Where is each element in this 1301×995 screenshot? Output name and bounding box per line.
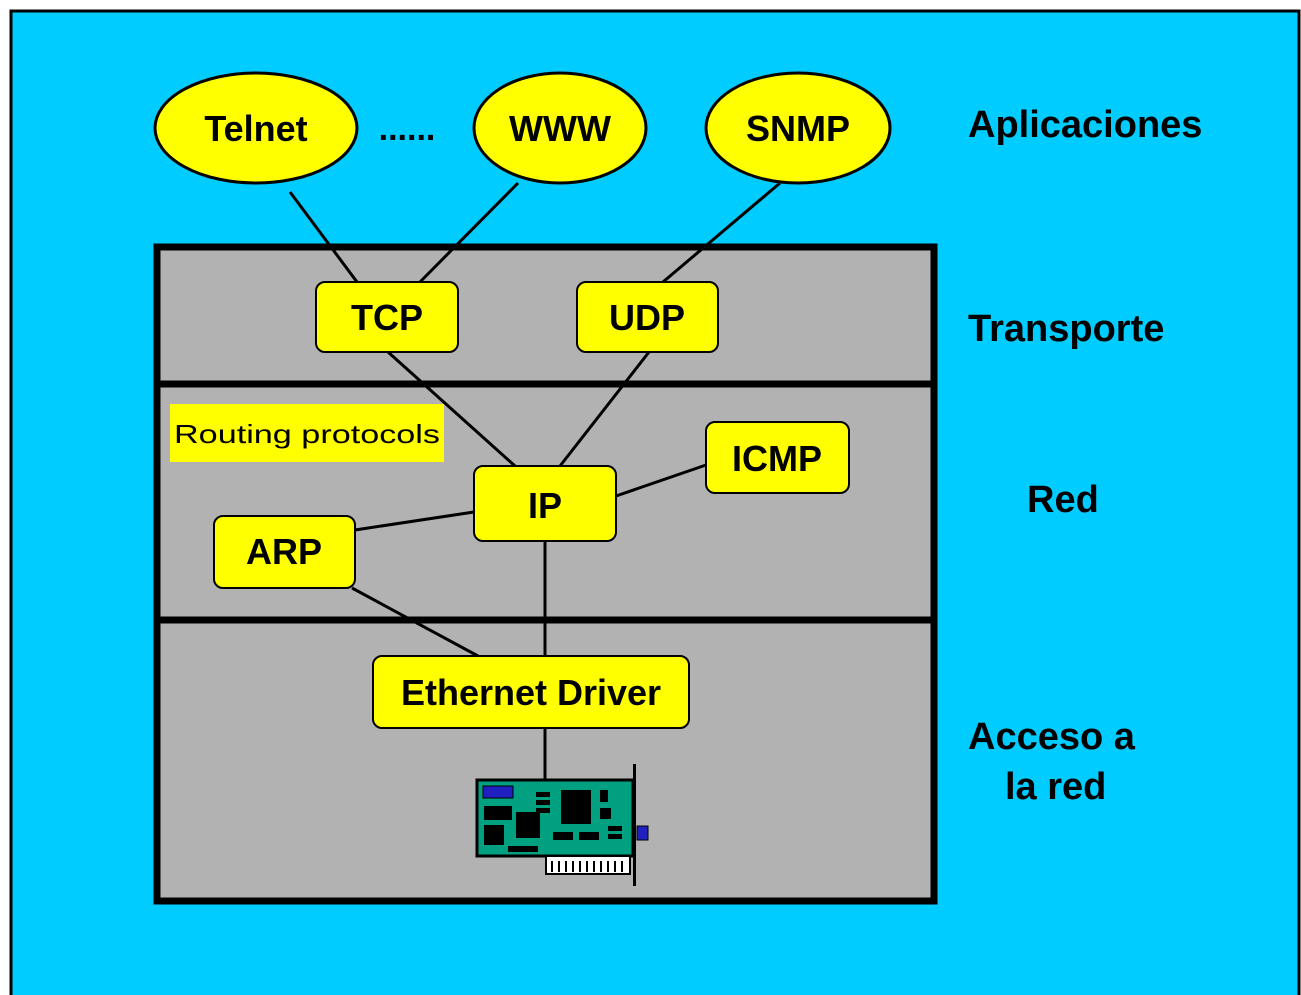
- proto-icmp-label: ICMP: [732, 438, 822, 479]
- link-arp-ethernet: [351, 586, 479, 658]
- proto-routing-node: Routing protocols: [170, 404, 444, 462]
- layer-label-red: Red: [1027, 479, 1099, 521]
- link-www-tcp: [418, 181, 520, 284]
- link-ip-arp: [354, 510, 475, 532]
- proto-ethernet-box: [372, 655, 690, 729]
- proto-icmp-node: ICMP: [705, 421, 850, 494]
- layer-label-acceso-line1: Acceso a: [968, 716, 1136, 758]
- layer-label-acceso-line2: la red: [1005, 766, 1106, 808]
- proto-ip-box: [473, 465, 617, 542]
- layer-label-transporte: Transporte: [968, 308, 1164, 350]
- proto-tcp-box: [315, 281, 459, 353]
- app-telnet-label: Telnet: [204, 108, 307, 149]
- app-www-ellipse: [472, 71, 648, 185]
- proto-routing-box: [170, 404, 444, 462]
- proto-arp-node: ARP: [213, 515, 356, 589]
- app-telnet-ellipse: [153, 71, 359, 185]
- proto-ip-label: IP: [528, 485, 562, 526]
- proto-tcp-node: TCP: [315, 281, 459, 353]
- app-snmp-label: SNMP: [746, 108, 850, 149]
- app-www-label: WWW: [509, 108, 611, 149]
- proto-udp-box: [576, 281, 719, 353]
- link-tcp-ip: [386, 350, 517, 468]
- app-ellipsis: ......: [379, 110, 436, 148]
- link-snmp-udp: [662, 181, 781, 284]
- link-telnet-tcp: [288, 191, 359, 283]
- proto-routing-label: Routing protocols: [174, 419, 440, 449]
- proto-udp-node: UDP: [576, 281, 719, 353]
- proto-arp-label: ARP: [246, 531, 322, 572]
- app-www-node: WWW: [472, 71, 648, 185]
- network-interface-card-icon: [475, 764, 649, 886]
- layer-label-aplicaciones: Aplicaciones: [968, 104, 1202, 146]
- proto-icmp-box: [705, 421, 850, 494]
- connection-lines: [288, 181, 781, 780]
- app-telnet-node: Telnet: [153, 71, 359, 185]
- proto-arp-box: [213, 515, 356, 589]
- link-ip-icmp: [615, 463, 707, 498]
- app-snmp-ellipse: [704, 71, 892, 185]
- link-udp-ip: [558, 351, 651, 467]
- proto-tcp-label: TCP: [351, 297, 423, 338]
- proto-ethernet-label: Ethernet Driver: [401, 672, 661, 713]
- proto-ethernet-node: Ethernet Driver: [372, 655, 690, 729]
- proto-udp-label: UDP: [609, 297, 685, 338]
- proto-ip-node: IP: [473, 465, 617, 542]
- app-snmp-node: SNMP: [704, 71, 892, 185]
